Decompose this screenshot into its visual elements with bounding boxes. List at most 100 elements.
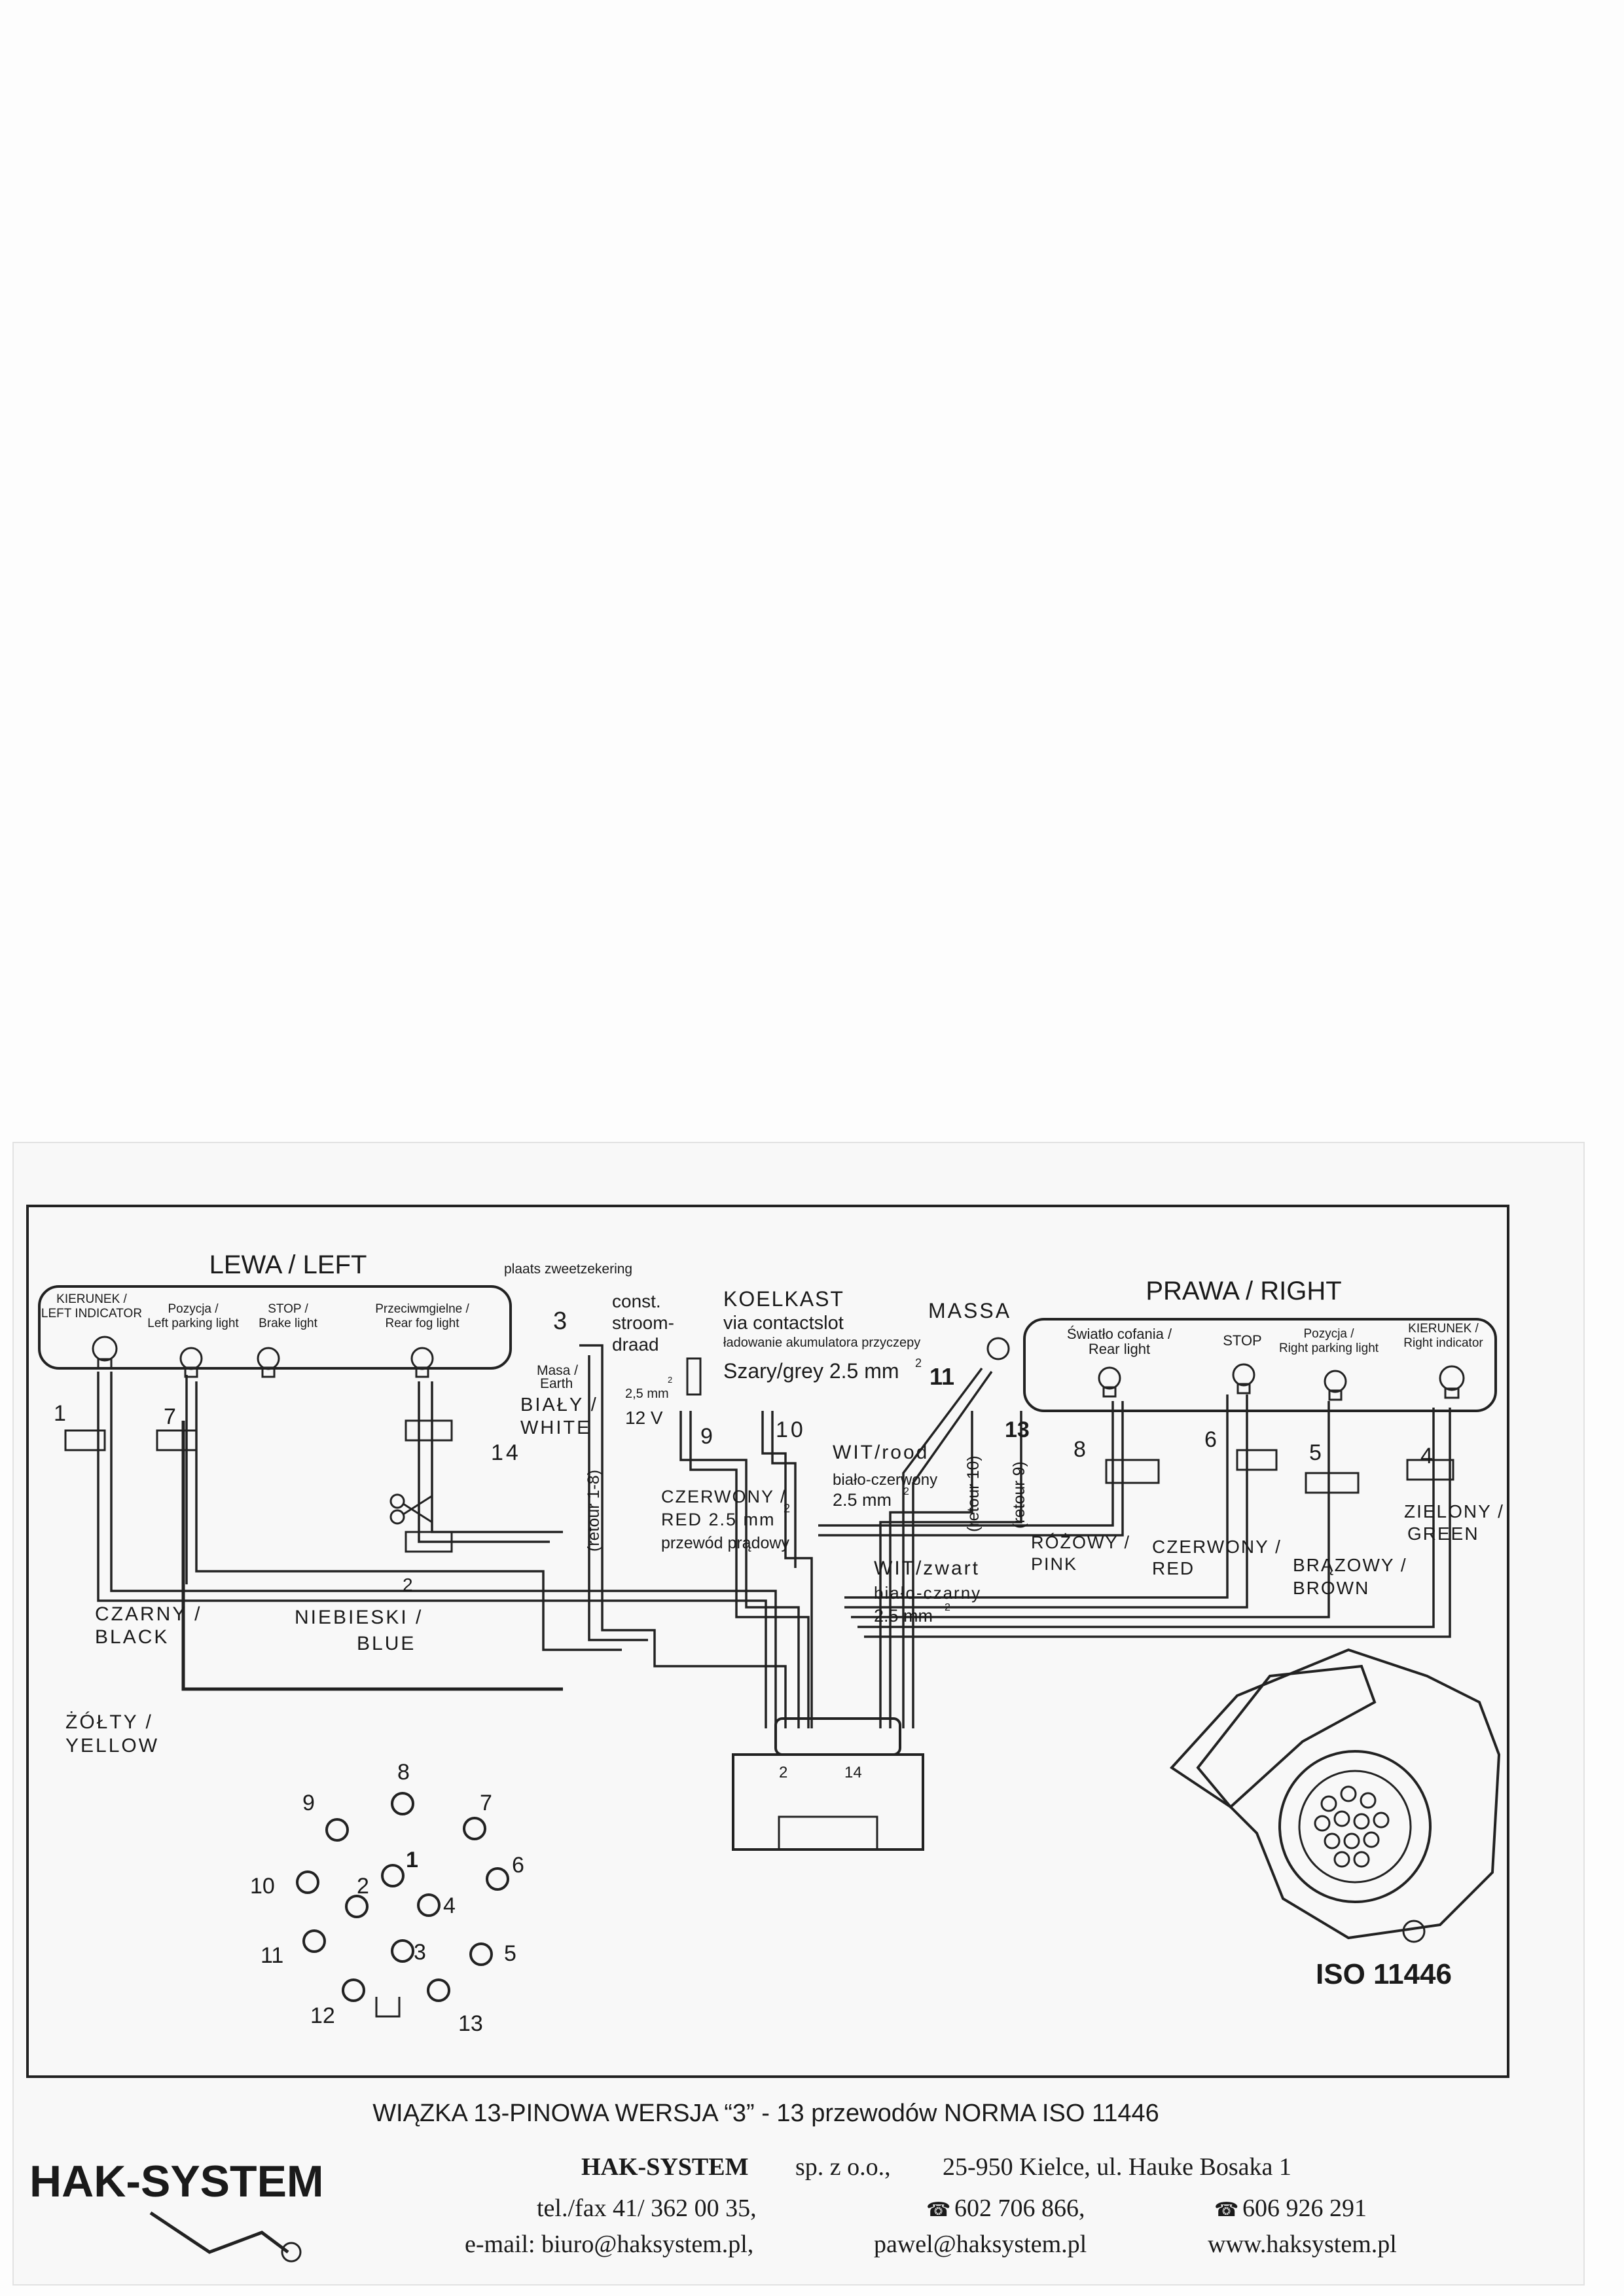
left-indicator-label-2: LEFT INDICATOR (41, 1307, 142, 1321)
website-link[interactable]: www.haksystem.pl (1208, 2231, 1397, 2258)
brown-label-1: BRĄZOWY / (1293, 1555, 1407, 1575)
harness-plug: 2 14 (732, 1717, 924, 1851)
left-parking-label-2: Left parking light (147, 1317, 239, 1330)
iso-label: ISO 11446 (1316, 1958, 1452, 1990)
koelkast-label-1: KOELKAST (723, 1287, 844, 1311)
right-title: PRAWA / RIGHT (1146, 1277, 1341, 1305)
koelkast-label-3: ładowanie akumulatora przyczepy (723, 1336, 920, 1350)
black-label-2: BLACK (95, 1626, 169, 1648)
retour-18-label: (retour 1-8) (585, 1470, 603, 1552)
right-indicator-bulb-icon (1439, 1365, 1465, 1399)
diagram-frame (26, 1205, 1509, 2078)
company-logo: HAK-SYSTEM (29, 2157, 324, 2206)
left-stop-label-1: STOP / (268, 1302, 308, 1316)
brown-label-2: BROWN (1293, 1578, 1369, 1598)
grey-wire-sup: 2 (915, 1357, 922, 1370)
email-2[interactable]: pawel@haksystem.pl (874, 2231, 1087, 2258)
right-lamp-box (1023, 1318, 1497, 1412)
diagram-caption: WIĄZKA 13-PINOWA WERSJA “3” - 13 przewod… (372, 2100, 1159, 2127)
red-label-3: przewód prądowy (661, 1534, 789, 1552)
yellow-label-1: ŻÓŁTY / (65, 1711, 153, 1733)
witrood-label-1: WIT/rood (833, 1442, 929, 1463)
plug-pin-2: 2 (779, 1764, 787, 1781)
phone-2: 606 926 291 (1242, 2195, 1367, 2222)
red-label-2: RED 2.5 mm (661, 1510, 776, 1529)
const-label-3: draad (612, 1334, 659, 1355)
volt-label: 12 V (625, 1408, 663, 1428)
right-parking-label-1: Pozycja / (1303, 1327, 1354, 1341)
left-indicator-label-1: KIERUNEK / (56, 1292, 127, 1306)
size-25-sup: 2 (668, 1375, 672, 1385)
socket-num-8: 8 (397, 1760, 410, 1785)
socket-num-5: 5 (504, 1941, 516, 1966)
plug-pin-14: 14 (844, 1764, 862, 1781)
ground-ring-icon (986, 1337, 1010, 1360)
right-indicator-label-1: KIERUNEK / (1408, 1322, 1479, 1336)
white-label-1: BIAŁY / (520, 1394, 598, 1415)
massa-label: MASSA (928, 1299, 1011, 1322)
left-indicator-bulb-icon (92, 1336, 118, 1370)
pink-label-1: RÓŻOWY / (1031, 1532, 1130, 1552)
witzwart-label-3: 2.5 mm (874, 1606, 933, 1626)
const-label-2: stroom- (612, 1313, 674, 1333)
masa-label-1: Masa / (537, 1363, 578, 1378)
wire-pin-14: 14 (491, 1440, 521, 1465)
wire-pin-9: 9 (700, 1424, 713, 1449)
koelkast-label-2: via contactslot (723, 1313, 844, 1334)
footer: HAK-SYSTEM HAK-SYSTEM sp. z o.o., 25-950… (29, 2153, 1397, 2263)
left-stop-label-2: Brake light (259, 1317, 317, 1330)
left-parking-bulb-icon (179, 1347, 203, 1378)
socket-num-2: 2 (357, 1874, 369, 1899)
blue-label-2: BLUE (357, 1633, 416, 1654)
retour-10-label: (retour 10) (964, 1455, 983, 1532)
witrood-label-3: 2.5 mm (833, 1490, 892, 1510)
socket-num-13: 13 (458, 2011, 483, 2036)
size-25-label: 2,5 mm (625, 1387, 669, 1401)
trailer-socket-illustration: ISO 11446 (1169, 1648, 1501, 1990)
right-red-label-1: CZERWONY / (1152, 1537, 1282, 1557)
witrood-label-2: biało-czerwony (833, 1471, 937, 1489)
socket-pin-layout: 8 7 9 6 10 1 2 4 5 11 3 12 13 (250, 1760, 524, 2036)
right-red-label-2: RED (1152, 1558, 1195, 1578)
right-parking-label-2: Right parking light (1279, 1341, 1379, 1355)
socket-num-3: 3 (414, 1940, 426, 1965)
blue-label-1: NIEBIESKI / (295, 1607, 423, 1628)
right-stop-label: STOP (1223, 1332, 1262, 1349)
green-label-1: ZIELONY / (1404, 1501, 1504, 1522)
wire-pin-8: 8 (1074, 1437, 1086, 1462)
black-label-1: CZARNY / (95, 1603, 202, 1625)
const-label-1: const. (612, 1291, 661, 1311)
white-label-2: WHITE (520, 1417, 591, 1438)
socket-num-4: 4 (443, 1893, 456, 1918)
wire-pin-3: 3 (553, 1307, 567, 1335)
right-reverse-label-1: Światło cofania / (1067, 1326, 1172, 1342)
wire-pin-6: 6 (1204, 1427, 1217, 1452)
right-reverse-bulb-icon (1098, 1366, 1121, 1398)
socket-num-9: 9 (302, 1791, 315, 1815)
tow-hook-icon (149, 2211, 289, 2254)
company-form: sp. z o.o., (795, 2153, 891, 2181)
wire-pin-5: 5 (1309, 1440, 1322, 1465)
witzwart-label-1: WIT/zwart (874, 1558, 980, 1579)
tel-fax: tel./fax 41/ 362 00 35, (537, 2195, 757, 2222)
right-stop-bulb-icon (1232, 1363, 1255, 1394)
retour-9-label: (retour 9) (1010, 1461, 1028, 1529)
green-label-2: GREEN (1407, 1523, 1479, 1544)
left-stop-bulb-icon (257, 1347, 280, 1378)
wire-pin-10: 10 (776, 1417, 806, 1442)
wire-pin-4: 4 (1420, 1444, 1433, 1468)
right-indicator-label-2: Right indicator (1403, 1336, 1483, 1350)
company-name: HAK-SYSTEM (581, 2153, 748, 2181)
grey-wire-label: Szary/grey 2.5 mm (723, 1359, 899, 1383)
wire-pin-7: 7 (164, 1404, 176, 1429)
left-title: LEWA / LEFT (209, 1250, 367, 1279)
email-1[interactable]: e-mail: biuro@haksystem.pl, (465, 2231, 753, 2258)
wire-pin-13: 13 (1005, 1417, 1030, 1442)
company-address: 25-950 Kielce, ul. Hauke Bosaka 1 (943, 2153, 1291, 2181)
phone-icon-1: ☎ (926, 2199, 950, 2221)
right-parking-bulb-icon (1324, 1370, 1347, 1401)
fuse-icon (686, 1357, 702, 1396)
left-fog-bulb-icon (410, 1347, 434, 1378)
right-lamp-group: PRAWA / RIGHT Światło cofania / Rear lig… (1023, 1277, 1497, 1412)
